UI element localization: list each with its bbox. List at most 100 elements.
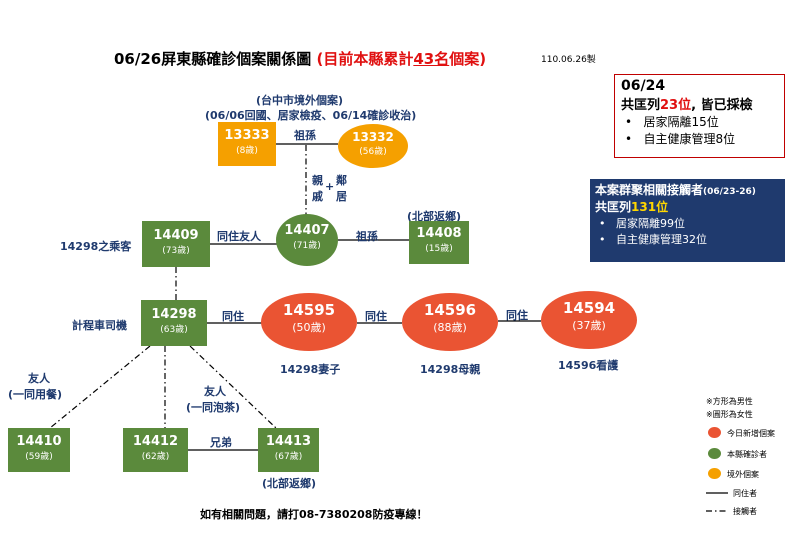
legend-local-case: 本縣確診者 — [727, 450, 767, 459]
label-brothers: 兄弟 — [210, 436, 232, 449]
case-14596-node: 14596 (88歲) — [402, 293, 498, 351]
label-relatives-a: 親 — [312, 174, 323, 187]
case-id: 14298 — [151, 307, 197, 322]
label-relatives-b: 戚 — [312, 190, 323, 203]
case-age: (88歲) — [433, 321, 467, 334]
case-13333-node: 13333 (8歲) — [218, 122, 276, 166]
label-plus: + — [325, 180, 335, 193]
title-count-value: 43名 — [413, 50, 450, 68]
case-id: 14412 — [132, 434, 179, 449]
case-14594-node: 14594 (37歲) — [541, 291, 637, 349]
legend-contact: 接觸者 — [733, 507, 757, 516]
case-13332-node: 13332 (56歲) — [338, 124, 408, 168]
box-0624-suffix: , 皆已採檢 — [691, 98, 753, 113]
box-contacts-heading-text: 本案群聚相關接觸者 — [595, 183, 704, 197]
box-0624-item: • 居家隔離15位 — [625, 115, 719, 129]
label-grandson-top: 祖孫 — [294, 129, 316, 142]
label-mother: 14298母親 — [420, 363, 481, 376]
case-14412-node: 14412 (62歲) — [123, 428, 188, 472]
label-cohabit-2: 同住 — [365, 310, 387, 323]
label-cohabit-3: 同住 — [506, 309, 528, 322]
case-age: (59歲) — [25, 452, 53, 462]
line-14298-14410 — [49, 345, 151, 429]
box-contacts-count: 131位 — [631, 200, 669, 214]
label-taichung-detail: (06/06回國、居家檢疫、06/14確診收治) — [205, 109, 417, 122]
footer-hotline: 如有相關問題，請打08-7380208防疫專線！ — [200, 508, 428, 521]
page-title: 06/26屏東縣確診個案關係圖 (目前本縣累計43名個案) — [114, 48, 486, 69]
box-contacts-item-text: 居家隔離99位 — [615, 217, 685, 230]
box-0624-count: 23位 — [660, 98, 692, 113]
case-id: 14407 — [284, 223, 330, 238]
label-passenger: 14298之乘客 — [60, 240, 132, 253]
case-14409-node: 14409 (73歲) — [142, 221, 210, 267]
case-14413-node: 14413 (67歲) — [258, 428, 319, 472]
case-age: (56歲) — [359, 147, 387, 157]
case-id: 14596 — [423, 301, 477, 319]
case-age: (8歲) — [236, 146, 258, 156]
case-14595-node: 14595 (50歲) — [261, 293, 357, 351]
case-age: (67歲) — [274, 452, 303, 462]
box-0624-heading: 06/24 — [621, 78, 666, 94]
case-id: 13333 — [224, 128, 270, 143]
label-caregiver: 14596看護 — [558, 359, 619, 372]
made-date: 110.06.26製 — [541, 55, 596, 65]
case-id: 14594 — [562, 299, 616, 317]
case-age: (15歲) — [425, 244, 453, 254]
title-main: 06/26屏東縣確診個案關係圖 — [114, 50, 312, 68]
legend-orange-dot-icon — [708, 468, 721, 479]
box-0624-item-text: 自主健康管理8位 — [643, 132, 736, 146]
case-age: (50歲) — [292, 321, 326, 334]
case-id: 14410 — [16, 434, 62, 449]
legend-new-case: 今日新增個案 — [727, 429, 775, 438]
label-friend-meal-b: (一同用餐) — [8, 388, 63, 401]
box-contacts-prefix: 共匡列 — [595, 200, 632, 214]
box-contacts-item: • 居家隔離99位 — [599, 217, 685, 230]
case-age: (62歲) — [141, 452, 170, 462]
case-id: 14408 — [416, 226, 462, 241]
box-0624-item-text: 居家隔離15位 — [643, 115, 719, 129]
case-id: 14409 — [153, 228, 199, 243]
case-14408-node: 14408 (15歲) — [409, 221, 469, 264]
label-neighbor-a: 鄰 — [336, 174, 347, 187]
info-box-0624: 06/24 共匡列23位, 皆已採檢 • 居家隔離15位 • 自主健康管理8位 — [614, 74, 785, 158]
case-14407-node: 14407 (71歲) — [276, 214, 338, 266]
label-north-return-bottom: (北部返鄉) — [262, 477, 317, 490]
case-14410-node: 14410 (59歲) — [8, 428, 70, 472]
case-id: 14595 — [282, 301, 336, 319]
case-age: (73歲) — [162, 246, 190, 256]
box-0624-summary: 共匡列23位, 皆已採檢 — [621, 94, 778, 113]
legend-note-square: ※方形為男性 — [706, 397, 753, 406]
case-age: (63歲) — [160, 325, 188, 335]
label-taxi-driver: 計程車司機 — [72, 319, 127, 332]
box-contacts-summary: 共匡列131位 — [595, 198, 780, 215]
label-north-return-top: (北部返鄉) — [407, 210, 462, 223]
legend-cohabit: 同住者 — [733, 489, 757, 498]
box-0624-prefix: 共匡列 — [621, 98, 661, 113]
label-taichung-import: (台中市境外個案) — [256, 94, 344, 107]
label-cohabit-1: 同住 — [222, 310, 244, 323]
label-friend-tea-b: (一同泡茶) — [186, 401, 241, 414]
case-id: 13332 — [352, 130, 394, 144]
legend-red-dot-icon — [708, 427, 721, 438]
legend-note-circle: ※圓形為女性 — [706, 410, 753, 419]
title-count-suffix: 個案) — [449, 50, 487, 68]
label-neighbor-b: 居 — [336, 190, 347, 203]
label-wife: 14298妻子 — [280, 363, 341, 376]
label-friend-meal-a: 友人 — [28, 372, 50, 385]
info-box-contacts: 本案群聚相關接觸者(06/23-26) 共匡列131位 • 居家隔離99位 • … — [590, 179, 785, 262]
box-contacts-item-text: 自主健康管理32位 — [615, 233, 707, 246]
legend-green-dot-icon — [708, 448, 721, 459]
case-id: 14413 — [265, 434, 312, 449]
line-14298-14413 — [189, 345, 277, 429]
box-contacts-item: • 自主健康管理32位 — [599, 233, 707, 246]
box-contacts-heading: 本案群聚相關接觸者(06/23-26) — [595, 181, 780, 198]
legend-import-case: 境外個案 — [727, 470, 759, 479]
label-cohabit-friend: 同住友人 — [217, 230, 261, 243]
case-14298-node: 14298 (63歲) — [141, 300, 207, 346]
case-age: (37歲) — [572, 319, 606, 332]
label-grandson-mid: 祖孫 — [356, 230, 378, 243]
title-count-prefix: (目前本縣累計 — [316, 50, 414, 68]
case-age: (71歲) — [293, 241, 321, 251]
title-count: (目前本縣累計43名個案) — [316, 50, 486, 68]
